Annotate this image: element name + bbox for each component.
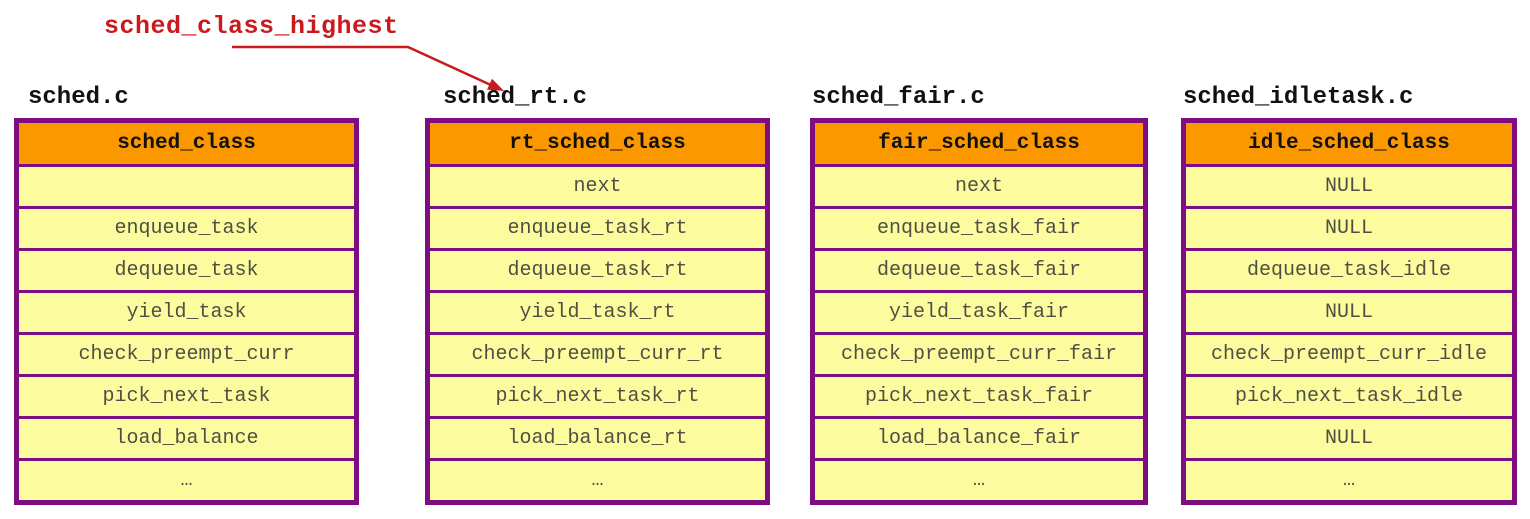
table-row: check_preempt_curr_fair xyxy=(815,332,1143,374)
table-row: NULL xyxy=(1186,164,1512,206)
sched-class-highest-label: sched_class_highest xyxy=(104,12,399,41)
table-row: pick_next_task_idle xyxy=(1186,374,1512,416)
table-row: enqueue_task xyxy=(19,206,354,248)
table-row: … xyxy=(19,458,354,500)
table-row: pick_next_task_fair xyxy=(815,374,1143,416)
table-row: pick_next_task_rt xyxy=(430,374,765,416)
table-row: check_preempt_curr_idle xyxy=(1186,332,1512,374)
table-row: check_preempt_curr xyxy=(19,332,354,374)
table-row: yield_task_fair xyxy=(815,290,1143,332)
column-sched-idletask: sched_idletask.c idle_sched_class NULL N… xyxy=(1181,84,1517,505)
file-title: sched_idletask.c xyxy=(1183,84,1414,111)
table-row: dequeue_task_idle xyxy=(1186,248,1512,290)
table-row: enqueue_task_fair xyxy=(815,206,1143,248)
table-row: … xyxy=(1186,458,1512,500)
table-row: dequeue_task xyxy=(19,248,354,290)
table-row: dequeue_task_fair xyxy=(815,248,1143,290)
table-row: NULL xyxy=(1186,290,1512,332)
column-sched-fair: sched_fair.c fair_sched_class next enque… xyxy=(810,84,1148,505)
table-row: NULL xyxy=(1186,416,1512,458)
struct-table: rt_sched_class next enqueue_task_rt dequ… xyxy=(425,118,770,505)
table-row: … xyxy=(815,458,1143,500)
table-row: check_preempt_curr_rt xyxy=(430,332,765,374)
column-sched-rt: sched_rt.c rt_sched_class next enqueue_t… xyxy=(425,84,770,505)
table-row: yield_task_rt xyxy=(430,290,765,332)
struct-header: idle_sched_class xyxy=(1186,123,1512,164)
table-row: load_balance xyxy=(19,416,354,458)
struct-header: sched_class xyxy=(19,123,354,164)
table-row: pick_next_task xyxy=(19,374,354,416)
struct-header: fair_sched_class xyxy=(815,123,1143,164)
table-row: … xyxy=(430,458,765,500)
struct-table: fair_sched_class next enqueue_task_fair … xyxy=(810,118,1148,505)
file-title: sched_fair.c xyxy=(812,84,985,111)
table-row: next xyxy=(430,164,765,206)
table-row xyxy=(19,164,354,206)
file-title: sched.c xyxy=(28,84,129,111)
arrow-line xyxy=(232,45,494,88)
table-row: dequeue_task_rt xyxy=(430,248,765,290)
file-title: sched_rt.c xyxy=(443,84,588,111)
table-row: next xyxy=(815,164,1143,206)
table-row: yield_task xyxy=(19,290,354,332)
table-row: NULL xyxy=(1186,206,1512,248)
column-sched: sched.c sched_class enqueue_task dequeue… xyxy=(14,84,359,505)
table-row: load_balance_rt xyxy=(430,416,765,458)
table-row: enqueue_task_rt xyxy=(430,206,765,248)
struct-table: idle_sched_class NULL NULL dequeue_task_… xyxy=(1181,118,1517,505)
table-row: load_balance_fair xyxy=(815,416,1143,458)
struct-table: sched_class enqueue_task dequeue_task yi… xyxy=(14,118,359,505)
struct-header: rt_sched_class xyxy=(430,123,765,164)
